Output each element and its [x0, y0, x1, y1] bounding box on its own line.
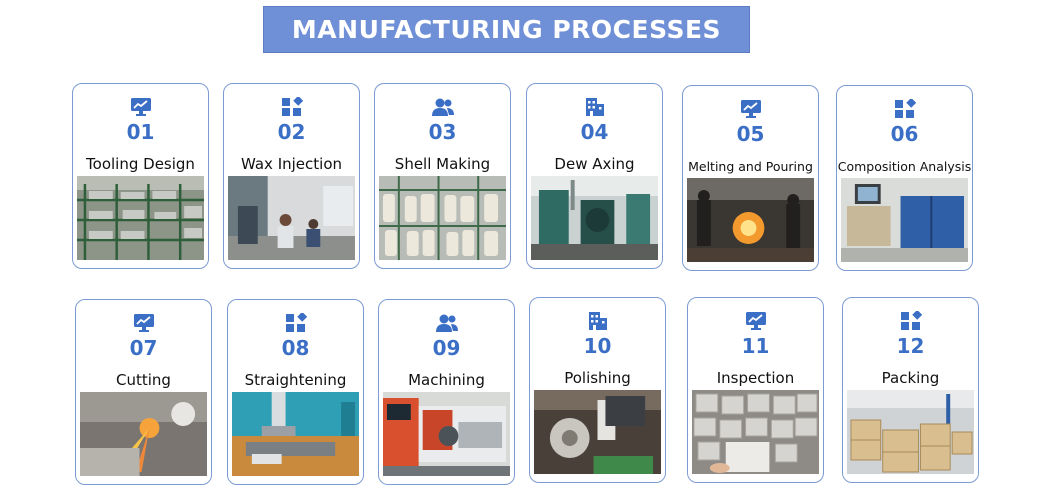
step-number: 03	[428, 120, 457, 144]
straightening-press-photo	[232, 392, 359, 476]
wax-injection-workers-photo	[228, 176, 355, 260]
step-label: Inspection	[716, 369, 795, 387]
step-number: 09	[432, 336, 461, 360]
page-title: MANUFACTURING PROCESSES	[291, 15, 722, 44]
step-number: 06	[890, 122, 919, 146]
step-label: Polishing	[564, 369, 631, 387]
monitor-chart-icon	[130, 98, 151, 116]
step-number: 12	[896, 334, 925, 358]
spectrometer-lab-photo	[841, 178, 968, 262]
step-label: Straightening	[244, 371, 347, 389]
process-card-03: 03 Shell Making	[374, 83, 511, 269]
monitor-chart-icon	[745, 312, 766, 330]
step-number: 02	[277, 120, 306, 144]
dewaxing-machine-photo	[531, 176, 658, 260]
grid-diamond-icon	[894, 99, 916, 118]
packed-cartons-photo	[847, 390, 974, 474]
building-icon	[585, 98, 604, 116]
step-number: 04	[580, 120, 609, 144]
building-icon	[588, 312, 607, 330]
cutting-sparks-photo	[80, 392, 207, 476]
process-card-12: 12 Packing	[842, 297, 979, 483]
process-card-07: 07 Cutting	[75, 299, 212, 485]
step-label: Wax Injection	[240, 155, 342, 173]
step-number: 05	[736, 122, 765, 146]
step-label: Machining	[408, 371, 485, 389]
tooling-shelves-photo	[77, 176, 204, 260]
grid-diamond-icon	[285, 313, 307, 332]
polishing-wheel-photo	[534, 390, 661, 474]
process-card-08: 08 Straightening	[227, 299, 364, 485]
step-label: Cutting	[116, 371, 171, 389]
process-card-02: 02 Wax Injection	[223, 83, 360, 269]
step-number: 11	[741, 334, 770, 358]
process-card-06: 06 Composition Analysis	[836, 85, 973, 271]
shell-making-rack-photo	[379, 176, 506, 260]
process-card-11: 11 Inspection	[687, 297, 824, 483]
grid-diamond-icon	[900, 311, 922, 330]
step-number: 10	[583, 334, 612, 358]
process-card-10: 10 Polishing	[529, 297, 666, 483]
step-label: Tooling Design	[86, 155, 195, 173]
process-card-01: 01 Tooling Design	[72, 83, 209, 269]
users-icon	[435, 314, 458, 332]
step-label: Packing	[881, 369, 940, 387]
melting-pouring-photo	[687, 178, 814, 262]
page-title-banner: MANUFACTURING PROCESSES	[263, 6, 750, 53]
step-number: 08	[281, 336, 310, 360]
process-card-09: 09 Machining	[378, 299, 515, 485]
step-label: Melting and Pouring	[688, 159, 813, 174]
process-card-05: 05 Melting and Pouring	[682, 85, 819, 271]
monitor-chart-icon	[133, 314, 154, 332]
monitor-chart-icon	[740, 100, 761, 118]
step-label: Shell Making	[394, 155, 491, 173]
step-label: Composition Analysis	[837, 159, 972, 174]
cnc-lathe-photo	[383, 392, 510, 476]
users-icon	[431, 98, 454, 116]
process-card-04: 04 Dew Axing	[526, 83, 663, 269]
step-number: 07	[129, 336, 158, 360]
inspection-bags-photo	[692, 390, 819, 474]
step-number: 01	[126, 120, 155, 144]
grid-diamond-icon	[281, 97, 303, 116]
step-label: Dew Axing	[554, 155, 635, 173]
